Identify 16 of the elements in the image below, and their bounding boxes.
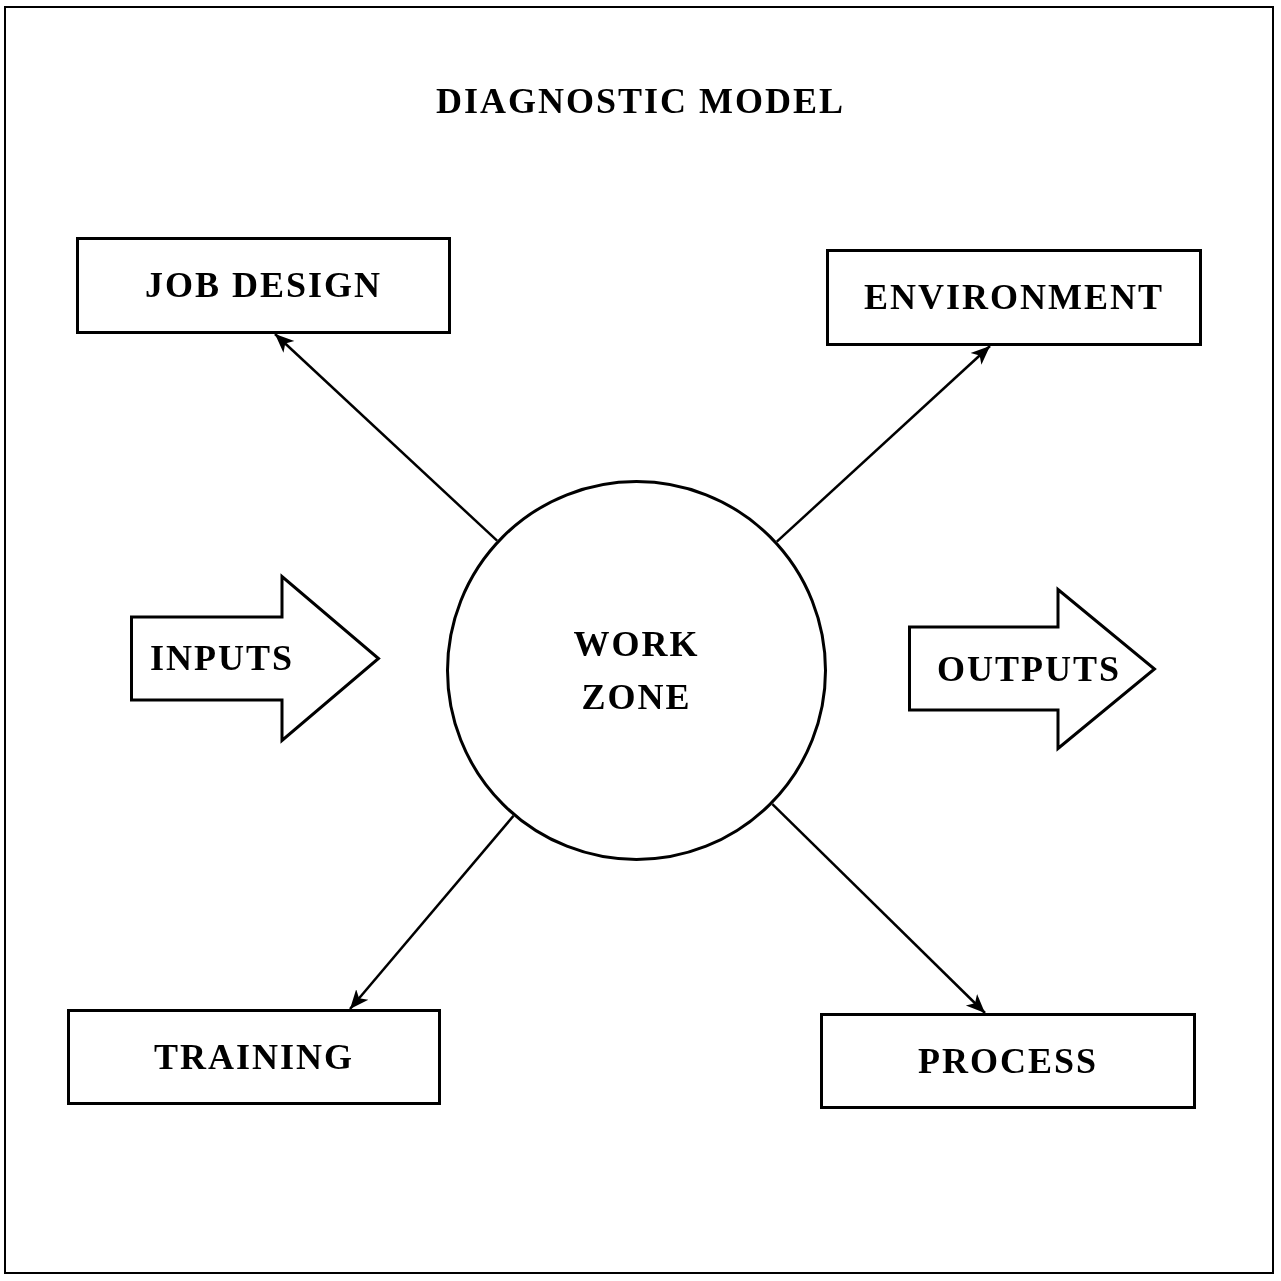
arrow	[776, 345, 991, 543]
diagram-title: DIAGNOSTIC MODEL	[434, 80, 847, 122]
node-label: JOB DESIGN	[144, 264, 383, 308]
process-box	[820, 1013, 1196, 1109]
node-label: WORK ZONE	[572, 623, 701, 719]
process-box	[826, 249, 1202, 346]
arrow-label: INPUTS	[149, 637, 295, 681]
process-box	[76, 237, 451, 334]
process-box	[67, 1009, 441, 1105]
arrow	[274, 333, 498, 542]
arrow	[771, 803, 986, 1014]
node-label: TRAINING	[154, 1035, 354, 1079]
arrow	[349, 815, 515, 1010]
arrow-label: OUTPUTS	[935, 647, 1122, 691]
node-label: ENVIRONMENT	[864, 276, 1164, 320]
node-label: PROCESS	[917, 1039, 1098, 1083]
